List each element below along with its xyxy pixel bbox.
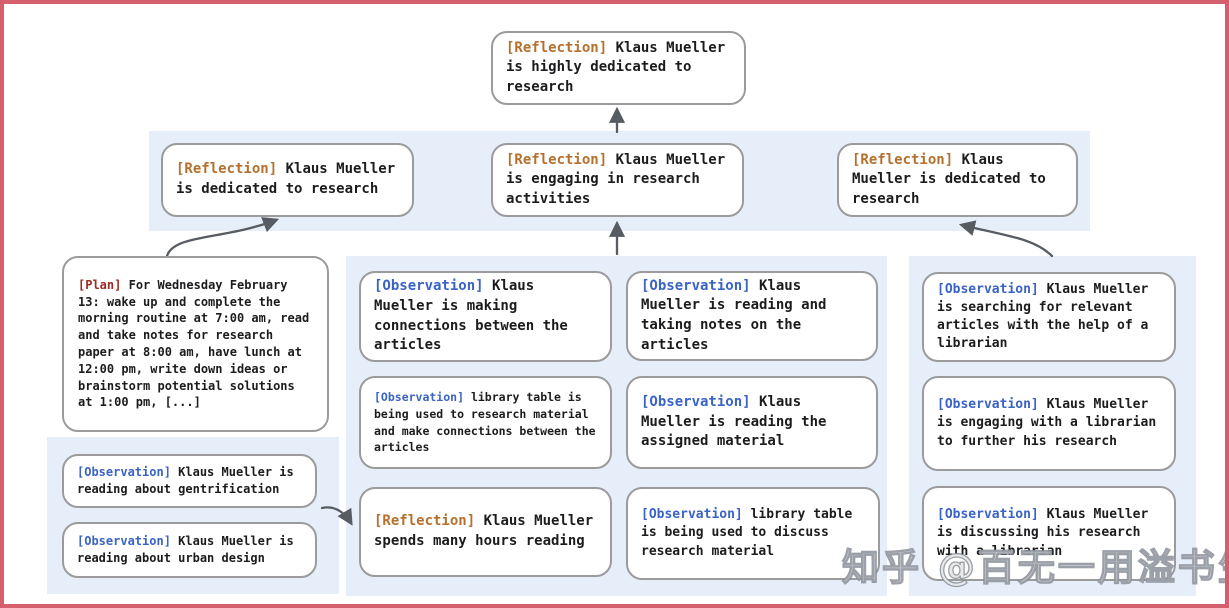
- plan-tag: [Plan]: [78, 277, 122, 292]
- observation-tag: [Observation]: [77, 534, 171, 549]
- node-plan: [Plan] For Wednesday February 13: wake u…: [62, 256, 329, 432]
- node-text: library table is being used to discuss r…: [641, 507, 853, 559]
- node-reflection-left: [Reflection] Klaus Mueller is dedicated …: [161, 143, 414, 217]
- observation-tag: [Observation]: [641, 394, 751, 411]
- observation-tag: [Observation]: [374, 278, 484, 295]
- node-text: Klaus Mueller is engaging with a librari…: [937, 397, 1157, 449]
- reflection-tag: [Reflection]: [506, 151, 608, 168]
- node-obs-making-connections: [Observation] Klaus Mueller is making co…: [359, 271, 612, 362]
- node-text: Klaus Mueller is reading about urban des…: [77, 534, 294, 565]
- node-obs-discussing-librarian: [Observation] Klaus Mueller is discussin…: [922, 486, 1176, 581]
- node-root-reflection: [Reflection] Klaus Mueller is highly ded…: [491, 31, 746, 105]
- node-text: For Wednesday February 13: wake up and c…: [78, 277, 310, 410]
- node-text: Klaus Mueller is reading the assigned ma…: [641, 394, 827, 450]
- reflection-tag: [Reflection]: [176, 161, 278, 178]
- observation-tag: [Observation]: [77, 465, 171, 480]
- node-text: library table is being used to research …: [374, 390, 596, 455]
- node-obs-gentrification: [Observation] Klaus Mueller is reading a…: [62, 454, 317, 508]
- reflection-tag: [Reflection]: [852, 151, 954, 168]
- observation-tag: [Observation]: [641, 277, 751, 294]
- node-text: Klaus Mueller spends many hours reading: [374, 513, 594, 549]
- node-text: Klaus Mueller is making connections betw…: [374, 278, 568, 354]
- observation-tag: [Observation]: [937, 507, 1039, 523]
- node-reflection-hours-reading: [Reflection] Klaus Mueller spends many h…: [359, 487, 612, 577]
- node-obs-assigned-material: [Observation] Klaus Mueller is reading t…: [626, 376, 878, 469]
- node-text: Klaus Mueller is dedicated to research: [176, 161, 396, 197]
- node-obs-taking-notes: [Observation] Klaus Mueller is reading a…: [626, 271, 878, 361]
- node-text: Klaus Mueller is searching for relevant …: [937, 281, 1149, 352]
- node-obs-library-table-discuss: [Observation] library table is being use…: [626, 487, 880, 580]
- observation-tag: [Observation]: [937, 281, 1039, 297]
- node-text: Klaus Mueller is dedicated to research: [852, 151, 1046, 207]
- node-text: Klaus Mueller is discussing his research…: [937, 507, 1149, 559]
- node-reflection-right: [Reflection] Klaus Mueller is dedicated …: [837, 143, 1078, 217]
- node-obs-library-table-research: [Observation] library table is being use…: [359, 376, 612, 469]
- observation-tag: [Observation]: [937, 397, 1039, 413]
- observation-tag: [Observation]: [641, 507, 743, 523]
- node-obs-urban-design: [Observation] Klaus Mueller is reading a…: [62, 522, 317, 578]
- observation-tag: [Observation]: [374, 390, 465, 405]
- node-obs-engaging-librarian: [Observation] Klaus Mueller is engaging …: [922, 376, 1176, 471]
- reflection-tag: [Reflection]: [374, 513, 476, 530]
- node-reflection-middle: [Reflection] Klaus Mueller is engaging i…: [491, 143, 744, 217]
- node-obs-searching-articles: [Observation] Klaus Mueller is searching…: [922, 272, 1176, 362]
- reflection-tag: [Reflection]: [506, 39, 608, 56]
- node-text: Klaus Mueller is highly dedicated to res…: [506, 39, 726, 95]
- node-text: Klaus Mueller is engaging in research ac…: [506, 151, 726, 207]
- node-text: Klaus Mueller is reading about gentrific…: [77, 465, 294, 496]
- node-text: Klaus Mueller is reading and taking note…: [641, 277, 827, 353]
